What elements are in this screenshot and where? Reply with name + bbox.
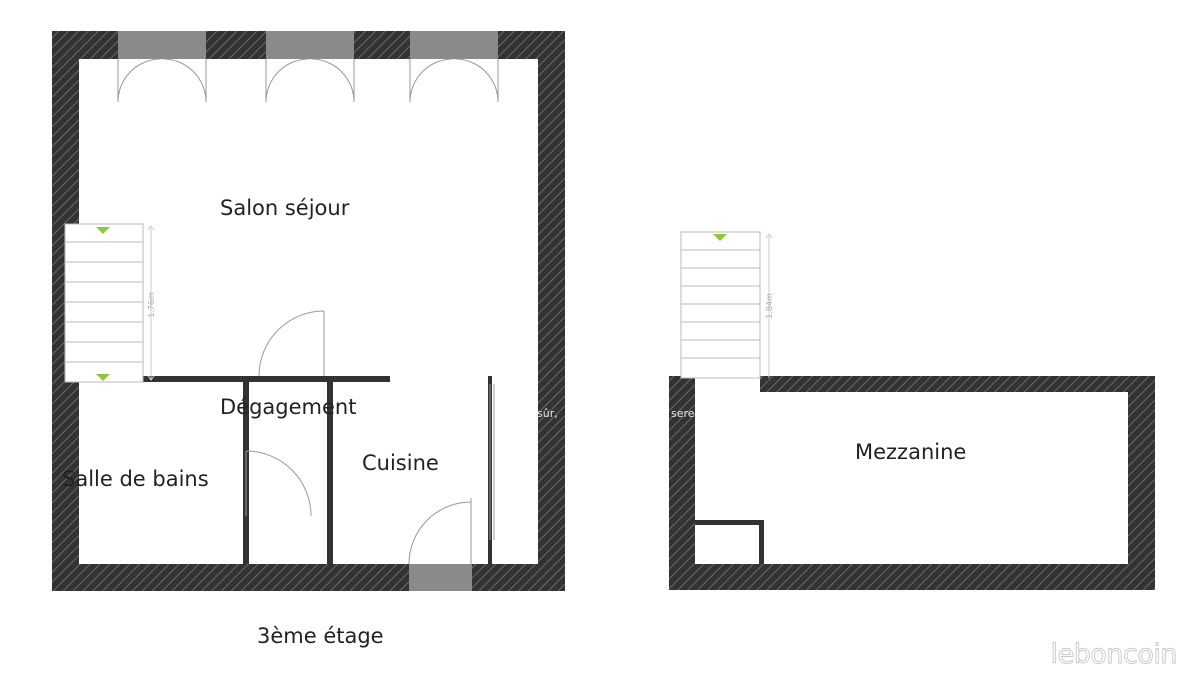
arrow-down-icon [96, 374, 110, 381]
watermark-fragment: sere [671, 407, 695, 420]
exterior-walls-right [669, 376, 1155, 590]
stair-dimension-right: 1.84m [765, 293, 774, 319]
room-label-salon: Salon séjour [220, 196, 350, 220]
arrow-down-icon [96, 227, 110, 234]
window [266, 31, 354, 59]
room-label-mezzanine: Mezzanine [855, 440, 966, 464]
window [410, 31, 498, 59]
watermark-fragment: sûr, [537, 407, 558, 420]
brand-watermark: leboncoin [1051, 639, 1177, 670]
floor-label: 3ème étage [257, 624, 384, 648]
interior-doors [245, 310, 495, 565]
room-label-cuisine: Cuisine [362, 451, 439, 475]
staircase-left: 1.76m [64, 223, 156, 383]
arrow-down-icon [713, 234, 727, 241]
staircase-right: 1.84m [680, 231, 774, 379]
stair-dimension-left: 1.76m [147, 292, 156, 318]
entry-threshold [409, 564, 472, 591]
closet [695, 520, 764, 564]
window-leaves [117, 58, 499, 103]
room-label-salle-de-bains: Salle de bains [62, 467, 209, 491]
room-label-degagement: Dégagement [220, 395, 356, 419]
window [118, 31, 206, 59]
